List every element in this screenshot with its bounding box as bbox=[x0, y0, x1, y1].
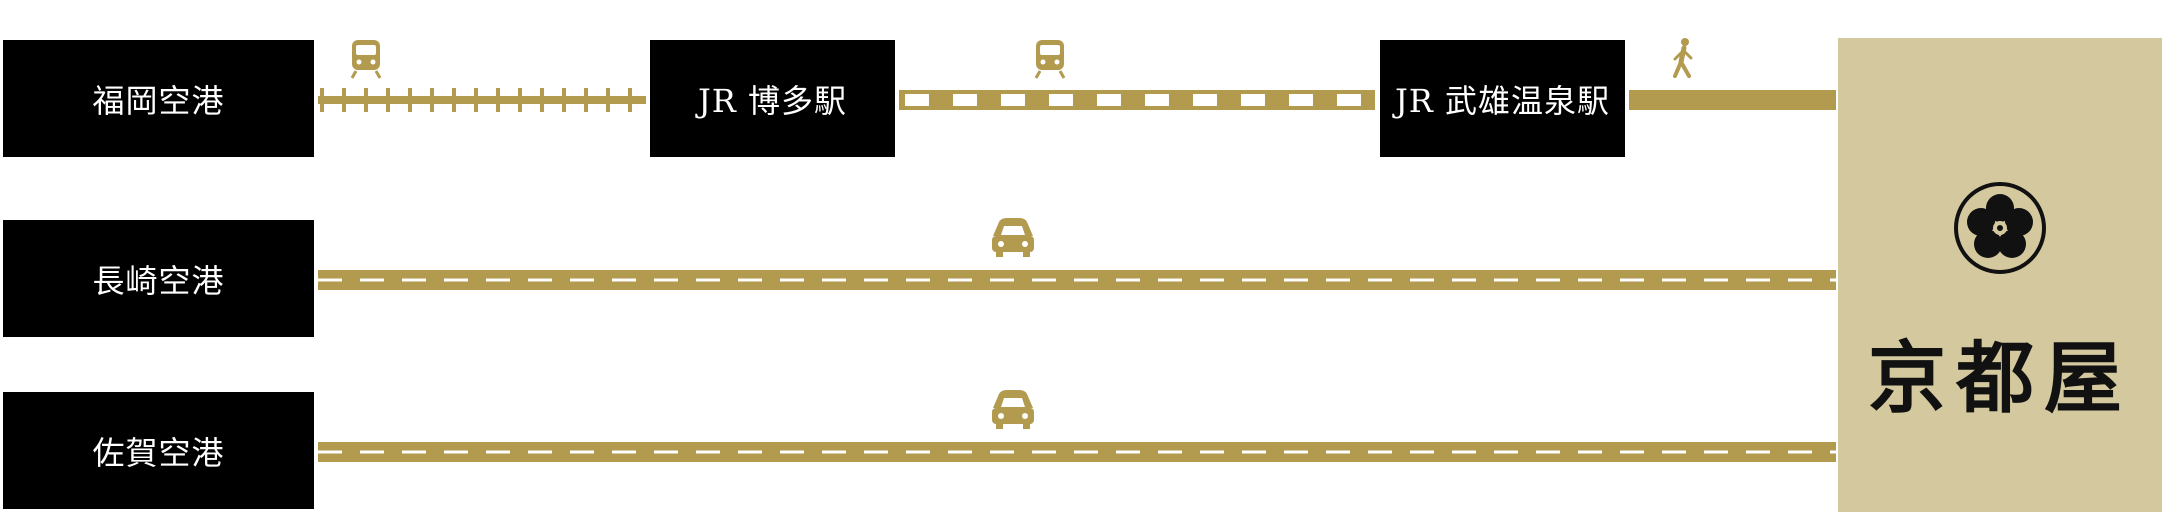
origin-fukuoka-airport: 福岡空港 bbox=[3, 40, 314, 157]
origin-label: 長崎空港 bbox=[92, 261, 225, 300]
rail-tie bbox=[584, 88, 588, 112]
origin-label: 佐賀空港 bbox=[92, 433, 225, 472]
road-line bbox=[318, 442, 1836, 462]
rail-dash bbox=[1145, 94, 1169, 106]
rail-tie bbox=[518, 88, 522, 112]
rail-tie bbox=[320, 88, 324, 112]
rail-tie bbox=[628, 88, 632, 112]
road-line bbox=[318, 270, 1836, 290]
rail-tie bbox=[562, 88, 566, 112]
rail-dash bbox=[1097, 94, 1121, 106]
walk-icon bbox=[1673, 38, 1693, 78]
rail-dash bbox=[1193, 94, 1217, 106]
rail-tie bbox=[386, 88, 390, 112]
stop-jr-hakata: JR 博多駅 bbox=[650, 40, 895, 157]
rail-dash bbox=[1001, 94, 1025, 106]
rail-tie bbox=[430, 88, 434, 112]
destination-name: 京都屋 bbox=[1867, 333, 2132, 424]
origin-nagasaki-airport: 長崎空港 bbox=[3, 220, 314, 337]
rail-tie bbox=[540, 88, 544, 112]
rail-dash bbox=[953, 94, 977, 106]
walk-line bbox=[1629, 90, 1836, 110]
rail-tie bbox=[496, 88, 500, 112]
origin-saga-airport: 佐賀空港 bbox=[3, 392, 314, 509]
rail-tie bbox=[452, 88, 456, 112]
train-icon bbox=[1034, 40, 1066, 79]
stop-label: JR 武雄温泉駅 bbox=[1394, 81, 1611, 120]
car-icon bbox=[992, 390, 1034, 429]
train-icon bbox=[350, 40, 382, 79]
rail-dash bbox=[1337, 94, 1361, 106]
car-icon bbox=[992, 218, 1034, 257]
rail-tie bbox=[408, 88, 412, 112]
rail-tie bbox=[474, 88, 478, 112]
rail-dash bbox=[905, 94, 929, 106]
stop-label: JR 博多駅 bbox=[697, 81, 848, 120]
rail-dash bbox=[1289, 94, 1313, 106]
rail-tie bbox=[606, 88, 610, 112]
dashed-rail-line bbox=[899, 90, 1375, 110]
destination-panel: 京都屋 bbox=[1838, 38, 2162, 512]
rail-dash bbox=[1049, 94, 1073, 106]
plum-crest-icon bbox=[1954, 182, 2046, 274]
rail-track-line bbox=[318, 88, 646, 112]
stop-jr-takeo-onsen: JR 武雄温泉駅 bbox=[1380, 40, 1625, 157]
origin-label: 福岡空港 bbox=[92, 81, 225, 120]
rail-dash bbox=[1241, 94, 1265, 106]
rail-tie bbox=[342, 88, 346, 112]
rail-tie bbox=[364, 88, 368, 112]
